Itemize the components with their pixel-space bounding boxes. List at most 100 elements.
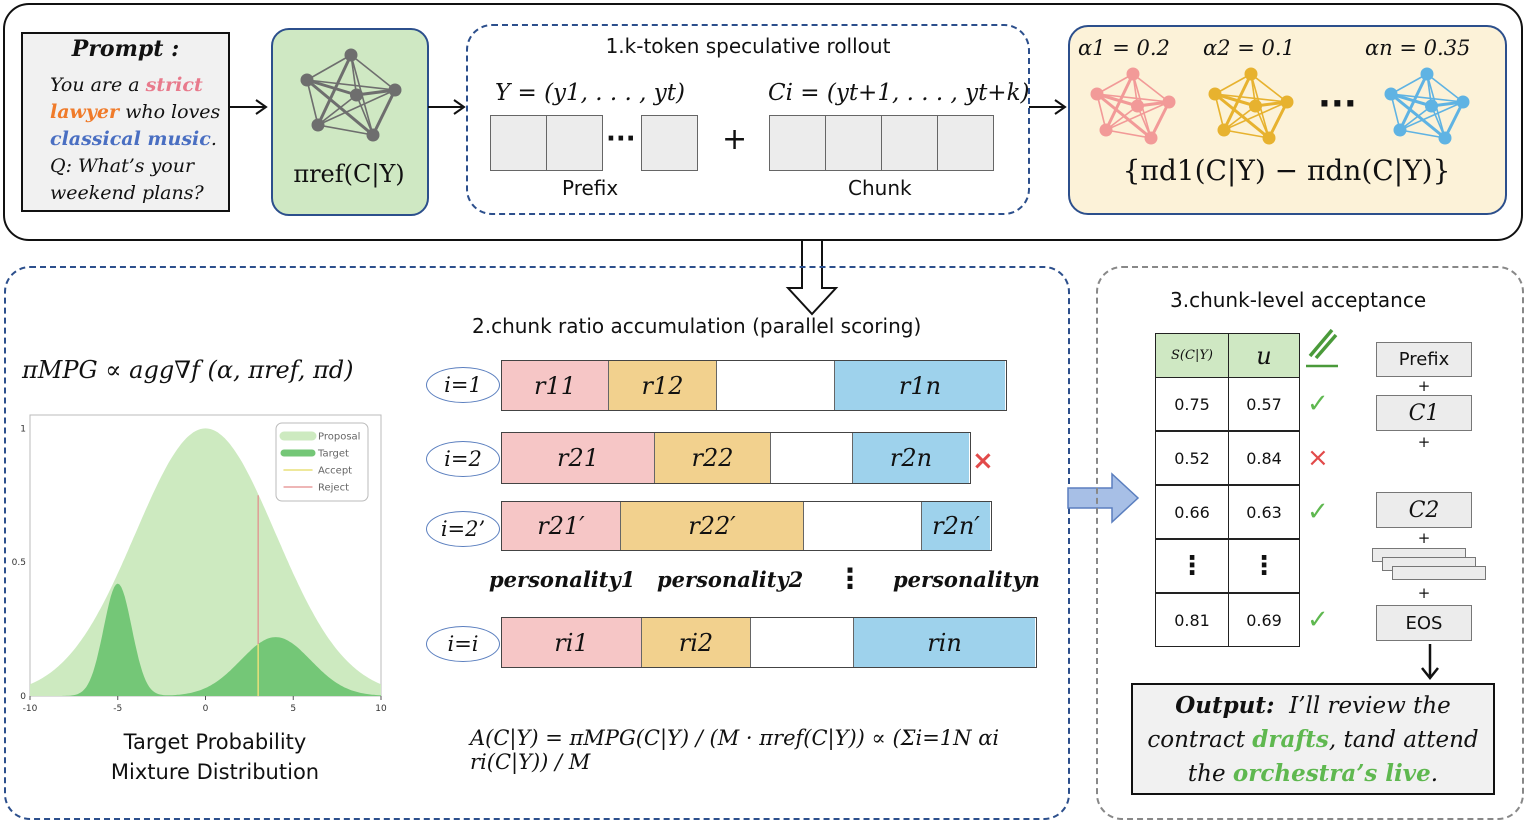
stack-eos: EOS [1376, 605, 1472, 641]
table-cell-score: ⋮ [1155, 539, 1229, 593]
output-segment: I’ll review the [1274, 693, 1451, 719]
x-tick-label: -5 [113, 704, 122, 714]
table-cell-u: 0.69 [1228, 593, 1300, 647]
ratio-bar-ii: ri1 ri2 rin [501, 617, 1037, 668]
ratio-cell-gap [717, 361, 835, 410]
y-tick-label: 0.5 [12, 558, 26, 568]
network-edge [1096, 93, 1170, 103]
network-node [1249, 99, 1262, 113]
network-edge [1105, 101, 1170, 131]
top-panel [3, 3, 1523, 241]
persona-1-network-icon [1090, 67, 1176, 145]
network-node [1262, 131, 1276, 145]
ratio-cell-r21p: r21′ [502, 502, 621, 550]
persona-diff-formula: {πd1(C|Y) − πdn(C|Y)} [1122, 154, 1451, 187]
chunk-formula: Ci = (yt+1, . . . , yt+k) [768, 80, 1030, 106]
step2-scoring-box [4, 266, 1070, 820]
prompt-line: You are a strict [50, 72, 220, 99]
network-edge [355, 94, 374, 136]
ratio-cell-rin: rin [854, 618, 1035, 667]
network-edge [371, 89, 397, 136]
y-tick-label: 1 [20, 424, 26, 434]
stack-layer-3 [1392, 566, 1486, 580]
network-node [1162, 95, 1176, 109]
output-segment: orchestra’s live [1232, 760, 1431, 787]
alpha-n: αn = 0.35 [1365, 36, 1471, 60]
chart-caption-line-1: Target Probability [123, 730, 307, 754]
output-line: the orchestra’s live. [1131, 757, 1495, 791]
network-node [1280, 95, 1294, 109]
prompt-segment: . [210, 128, 217, 150]
down-arrow-to-step2 [785, 239, 839, 316]
table-cell-u: 0.57 [1228, 377, 1300, 431]
network-node [366, 128, 380, 142]
personality-2-label: personality2 [657, 567, 804, 592]
ratio-cell-ri1: ri1 [502, 618, 642, 667]
chunk-token-2 [825, 115, 883, 171]
ratio-cell-r22p: r22′ [621, 502, 804, 550]
chart-caption-line-2: Mixture Distribution [110, 760, 320, 784]
row-label-i2-prime: i=2’ [426, 511, 500, 547]
x-tick-label: 10 [375, 704, 387, 714]
ratio-cell-r12: r12 [609, 361, 717, 410]
network-edge [350, 54, 396, 91]
network-edge [1096, 92, 1138, 108]
network-edge [317, 94, 357, 126]
ratio-cell-r2n: r2n [853, 433, 969, 483]
ref-network-icon [300, 48, 402, 142]
prompt-segment: lawyer [50, 101, 120, 123]
prefix-token-2 [546, 115, 603, 171]
personality-vertical-ellipsis: ⋮ [836, 562, 864, 595]
ref-model-label: πref(C|Y) [293, 160, 405, 188]
alpha-2: α2 = 0.1 [1203, 36, 1295, 60]
network-edge [1399, 105, 1432, 131]
acceptance-formula: A(C|Y) = πMPG(C|Y) / (M · πref(C|Y)) ∝ (… [470, 726, 1000, 774]
step2-title: 2.chunk ratio accumulation (parallel sco… [472, 314, 922, 338]
chunk-token-4 [937, 115, 994, 171]
ratio-cell-ri2: ri2 [642, 618, 751, 667]
chunk-token-1 [769, 115, 827, 171]
row-reject-mark: × [972, 446, 994, 476]
network-node [1208, 87, 1222, 101]
network-edge [306, 54, 352, 81]
personality-1-label: personality1 [489, 567, 636, 592]
output-segment: drafts [1252, 726, 1329, 753]
network-node [1217, 123, 1231, 137]
network-edge [306, 79, 319, 126]
ratio-cell-gap [771, 433, 853, 483]
chunk-label: Chunk [848, 176, 912, 200]
prompt-line: lawyer who loves [50, 99, 220, 126]
network-edge [1105, 129, 1152, 139]
network-edge [1132, 73, 1170, 103]
network-edge [1267, 101, 1289, 139]
network-edge [1214, 92, 1256, 108]
network-edge [1223, 129, 1270, 139]
network-edge [306, 79, 396, 91]
step3-title: 3.chunk-level acceptance [1170, 288, 1427, 312]
network-edge [317, 124, 374, 136]
row-label-i2: i=2 [426, 441, 500, 477]
stack-plus-3: + [1417, 529, 1431, 547]
pencil-icon [1306, 328, 1338, 368]
network-edge [1096, 73, 1134, 95]
stack-c2: C2 [1376, 492, 1472, 528]
network-edge [1399, 101, 1464, 131]
output-segment: Output: [1175, 692, 1275, 719]
stack-plus-1: + [1417, 377, 1431, 395]
personas-ellipsis: ··· [1318, 84, 1357, 124]
x-tick-label: 5 [290, 704, 296, 714]
ratio-bar-i2: r21 r22 r2n [501, 432, 971, 484]
ratio-bar-i1: r11 r12 r1n [501, 360, 1007, 411]
prompt-box [21, 32, 230, 212]
ratio-cell-gap [751, 618, 854, 667]
y-tick-label: 0 [20, 692, 26, 702]
network-edge [1390, 73, 1428, 95]
network-node [1144, 131, 1158, 145]
table-cell-u: 0.84 [1228, 431, 1300, 485]
alpha-1: α1 = 0.2 [1078, 36, 1170, 60]
table-header-score: S(C|Y) [1155, 333, 1229, 378]
network-node [1244, 67, 1258, 81]
ratio-cell-r2np: r2n′ [922, 502, 990, 550]
network-node [1420, 67, 1434, 81]
